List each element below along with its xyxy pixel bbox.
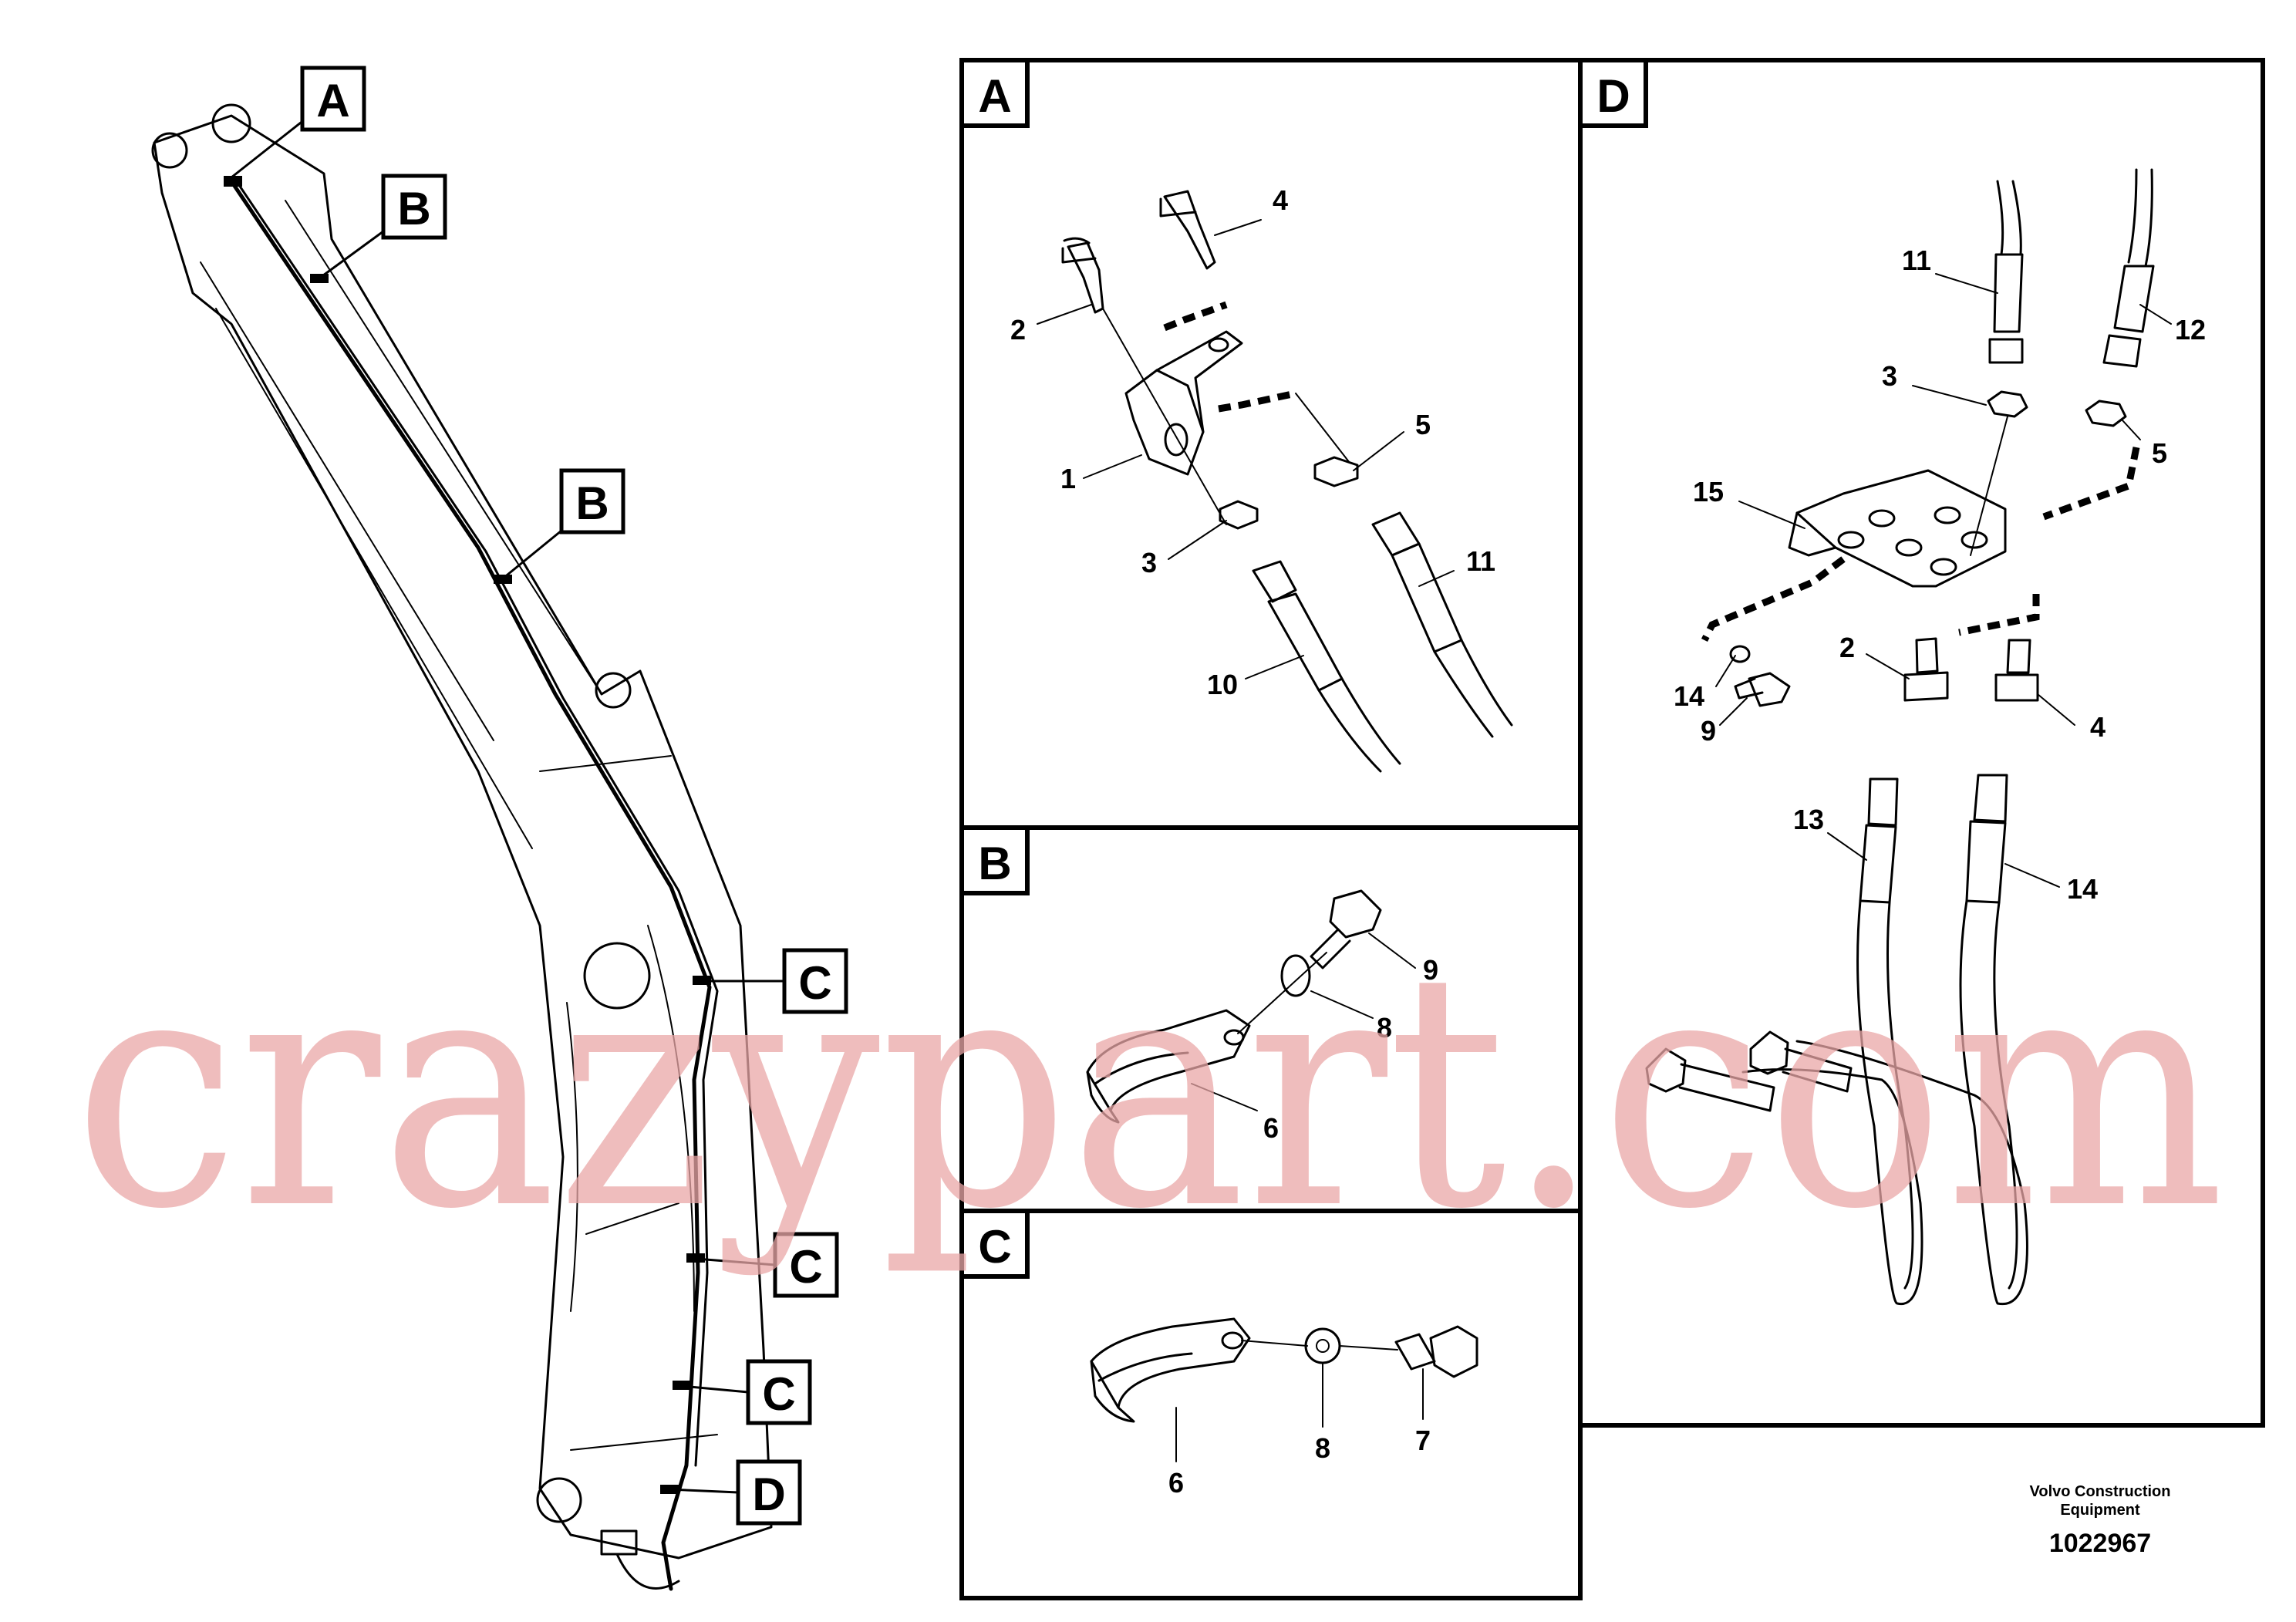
hose-part-13-d — [1795, 774, 2028, 1306]
bolt-part-7-c — [1394, 1325, 1478, 1378]
boom-tag-a: A — [230, 66, 366, 179]
callout-d-12: 13 — [1793, 804, 1824, 835]
callout-d-3: 3 — [1882, 360, 1897, 392]
nut-part-5 — [1313, 456, 1359, 487]
boom-tag-c-3: C — [680, 1359, 812, 1425]
hose-part-10-d — [1988, 180, 2024, 364]
boss-lower — [583, 942, 651, 1010]
svg-text:C: C — [762, 1368, 795, 1420]
callout-b-9: 9 — [1423, 954, 1438, 986]
callout-d-5: 5 — [2152, 437, 2167, 469]
callout-a-5: 5 — [1415, 409, 1431, 440]
svg-text:B: B — [575, 477, 609, 529]
boom-arm-drawing: A B B C C C D — [151, 66, 848, 1591]
panel-tag-c: C — [959, 1209, 1030, 1279]
drawing-number: 1022967 — [2049, 1529, 2151, 1558]
hose-routing-line — [229, 179, 712, 1591]
bolt-part-4 — [1159, 190, 1216, 270]
svg-text:D: D — [752, 1469, 785, 1520]
callout-d-4: 4 — [2090, 711, 2106, 743]
bolt-part-2 — [1061, 237, 1104, 314]
boom-tag-b-lower: B — [501, 468, 625, 580]
svg-text:B: B — [978, 838, 1011, 889]
boss-bottom — [536, 1477, 582, 1523]
svg-text:C: C — [798, 957, 831, 1009]
nut-part-3 — [1219, 500, 1259, 530]
footer: Volvo Construction Equipment 1022967 — [2030, 1483, 2171, 1558]
clamp-part-6-b — [1086, 1009, 1251, 1124]
boss-mid — [595, 672, 632, 709]
callout-c-6: 6 — [1168, 1467, 1184, 1499]
panel-tag-a: A — [959, 58, 1030, 128]
callout-a-10: 10 — [1207, 669, 1238, 700]
svg-text:C: C — [789, 1241, 822, 1293]
washer-part-8-c — [1304, 1327, 1341, 1364]
callout-a-2: 2 — [1010, 314, 1026, 346]
callout-a-1: 1 — [1060, 463, 1076, 494]
callout-b-6: 6 — [1263, 1112, 1279, 1144]
hose-part-11-d — [2102, 168, 2155, 368]
washer-part-14-d — [1729, 645, 1751, 663]
hose-part-10 — [1252, 560, 1401, 773]
panel-tag-d: D — [1578, 58, 1648, 128]
panel-a-frame — [959, 58, 1583, 830]
bolt-part-9-d — [1734, 672, 1791, 707]
adapter-part-4-d — [1994, 639, 2039, 702]
bracket-part-1 — [1124, 330, 1243, 476]
panel-a-content: 2 4 1 5 3 11 10 — [1010, 184, 1513, 773]
svg-text:C: C — [978, 1221, 1011, 1273]
company-line-2: Equipment — [2060, 1502, 2140, 1519]
callout-d-13: 14 — [2067, 873, 2098, 905]
callout-a-11: 11 — [1466, 545, 1495, 577]
boss-top-left — [151, 132, 188, 169]
washer-part-8-b — [1280, 954, 1311, 997]
nut-part-5-d — [2085, 400, 2127, 427]
watermark-text: crazypart.com — [73, 903, 2225, 1280]
callout-d-10: 11 — [1902, 244, 1931, 276]
arm-outline — [153, 114, 773, 1560]
adapter-part-2-d — [1903, 637, 1949, 702]
boss-top-right — [211, 103, 251, 143]
callout-c-7: 7 — [1415, 1425, 1431, 1456]
svg-text:A: A — [978, 70, 1011, 122]
panel-b-content: 9 8 6 — [1086, 889, 1438, 1144]
boom-tag-c-1: C — [700, 948, 848, 1014]
callout-b-8: 8 — [1377, 1012, 1392, 1044]
panel-c-content: 6 8 7 — [1090, 1317, 1478, 1499]
bracket-part-15 — [1788, 469, 2007, 588]
callout-d-2: 2 — [1839, 632, 1855, 663]
callout-c-8: 8 — [1315, 1432, 1330, 1464]
panel-d-frame — [1578, 58, 2265, 1428]
clamp-part-6-c — [1090, 1317, 1251, 1423]
svg-text:D: D — [1596, 70, 1630, 122]
boom-tag-b-upper: B — [319, 174, 447, 279]
callout-d-15: 15 — [1693, 476, 1724, 508]
callout-d-14: 14 — [1674, 680, 1704, 712]
detail-panels: A B C D — [959, 58, 2265, 1600]
panel-d-content: 11 12 3 5 15 2 14 4 9 13 14 — [1645, 168, 2206, 1306]
nut-part-3-d — [1987, 390, 2028, 418]
svg-text:A: A — [316, 75, 349, 126]
hose-part-12-d — [1741, 777, 1923, 1306]
svg-text:B: B — [397, 183, 430, 234]
panel-tag-b: B — [959, 825, 1030, 895]
company-line-1: Volvo Construction — [2030, 1483, 2171, 1500]
callout-a-4: 4 — [1273, 184, 1288, 216]
callout-a-3: 3 — [1141, 547, 1157, 578]
hose-part-11 — [1371, 511, 1513, 738]
boom-tag-d: D — [668, 1459, 802, 1526]
callout-d-11: 12 — [2175, 314, 2206, 346]
callout-d-9: 9 — [1701, 715, 1716, 747]
boom-tag-c-2: C — [694, 1232, 839, 1298]
